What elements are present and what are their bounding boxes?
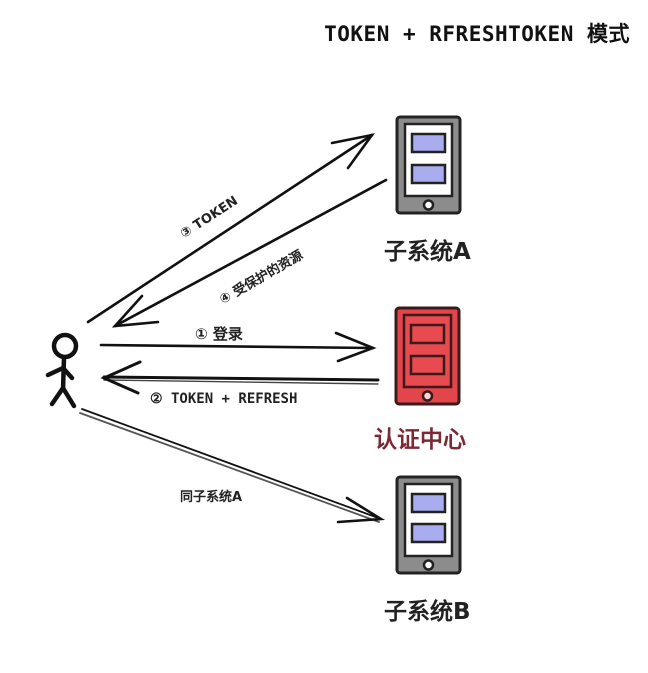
edge-token-refresh-label: ② TOKEN + REFRESH (150, 391, 298, 407)
edge-protected-resource-arrow (111, 178, 388, 328)
stick-figure-right-arm (60, 365, 75, 381)
subsystem-a-device-icon[interactable] (395, 115, 462, 215)
auth-center-label: 认证中心 (374, 427, 466, 453)
edge-token-refresh-arrow (100, 360, 380, 395)
stick-figure-right-leg (60, 385, 77, 409)
stick-figure-icon (45, 332, 79, 409)
subsystem-b-device-icon[interactable] (395, 475, 462, 575)
stick-figure-left-leg (49, 385, 66, 407)
edge-same-as-a-label: 同子系统A (180, 490, 243, 505)
stick-figure-left-arm (45, 365, 66, 378)
subsystem-b-label: 子系统B (384, 599, 471, 625)
edge-same-as-a-arrow (79, 408, 386, 524)
diagram-title: TOKEN + RFRESHTOKEN 模式 (324, 22, 630, 46)
edge-token-arrow (86, 133, 376, 324)
edge-login-label: ① 登录 (195, 325, 243, 343)
stick-figure-head (51, 332, 79, 360)
edge-login-arrow (99, 331, 377, 363)
stick-figure-body (60, 354, 67, 393)
subsystem-a-label: 子系统A (384, 239, 471, 265)
auth-center-device-icon[interactable] (394, 306, 461, 406)
